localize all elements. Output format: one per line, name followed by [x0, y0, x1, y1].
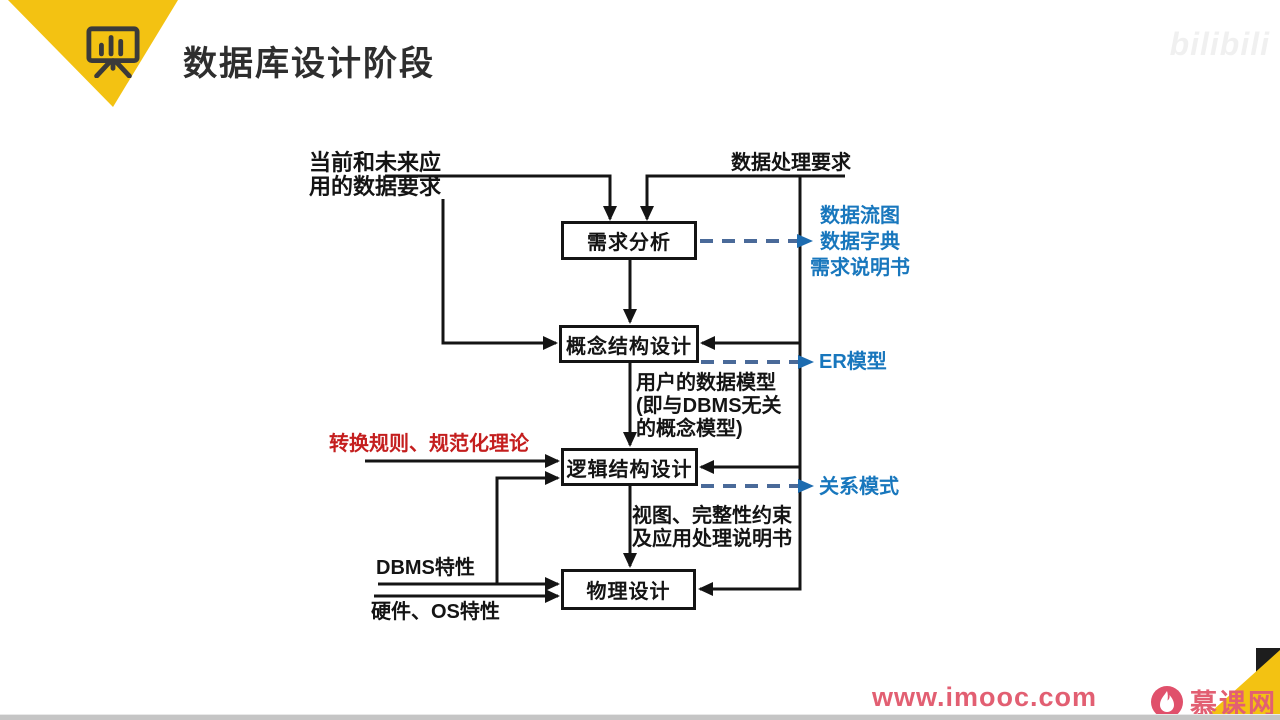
label-user-data-model: 用户的数据模型 (即与DBMS无关 的概念模型): [636, 372, 782, 440]
label-current-future-requirements: 当前和未来应 用的数据要求: [309, 150, 442, 199]
page-title: 数据库设计阶段: [183, 45, 435, 83]
presentation-board-icon: [86, 26, 140, 78]
arrow-right-rail-to-physical: [698, 176, 802, 596]
imooc-url: www.imooc.com: [872, 682, 1098, 712]
label-er-model: ER模型: [819, 351, 887, 373]
label-data-processing-requirements: 数据处理要求: [731, 152, 851, 174]
box-logical-design: 逻辑结构设计: [561, 448, 698, 486]
box-physical-design: 物理设计: [561, 569, 696, 610]
label-dbms-features: DBMS特性: [376, 557, 475, 579]
arrow-current-future-to-conceptual: [441, 199, 558, 350]
imooc-flame-icon: [1151, 685, 1183, 718]
box-requirements-analysis: 需求分析: [561, 221, 697, 260]
label-hardware-os-features: 硬件、OS特性: [371, 601, 500, 623]
bilibili-watermark: bilibili: [1169, 26, 1270, 62]
bottom-progress-bar: [0, 714, 1280, 720]
label-views-constraints: 视图、完整性约束 及应用处理说明书: [632, 505, 792, 550]
arrow-dbms-branch-to-logical: [495, 471, 560, 584]
label-transform-rules: 转换规则、规范化理论: [329, 433, 529, 455]
label-relational-schema: 关系模式: [819, 476, 899, 498]
box-conceptual-design: 概念结构设计: [559, 325, 699, 363]
label-requirements-outputs: 数据流图 数据字典 需求说明书: [810, 205, 910, 279]
arrow-current-future-to-requirements: [385, 174, 617, 221]
imooc-logo: 慕课网: [1150, 682, 1277, 720]
arrow-dataprocessing-to-requirements: [640, 174, 845, 221]
